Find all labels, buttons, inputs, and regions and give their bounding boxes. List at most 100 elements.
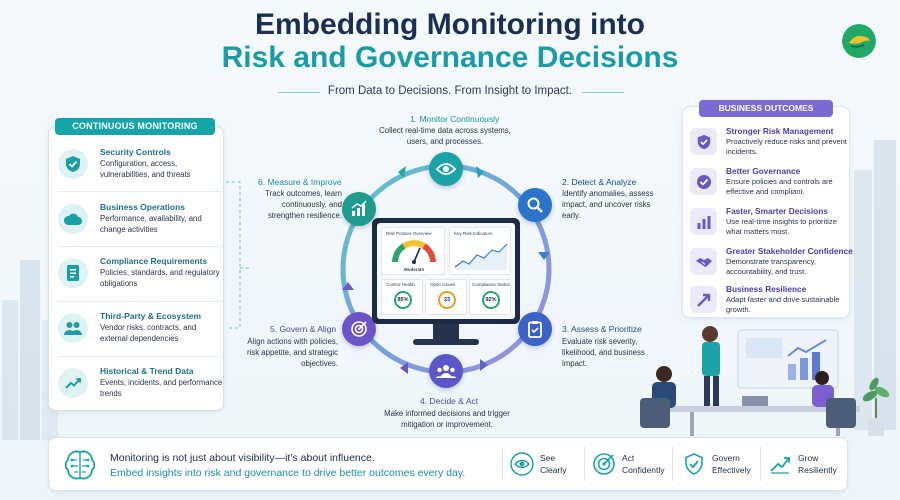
kpi-card-open-issues: Open Issues 23 bbox=[425, 279, 467, 315]
shield-check-icon bbox=[685, 453, 703, 475]
kpi-value: 92% bbox=[482, 291, 500, 309]
bar-chart-icon bbox=[690, 208, 717, 235]
divider bbox=[58, 301, 222, 302]
footer-pill-act-confidently: Act Confidently bbox=[592, 450, 676, 480]
pill-word-1: Govern bbox=[712, 453, 740, 463]
risk-posture-card: Risk Posture Overview Moderate bbox=[381, 227, 445, 275]
dashboard-screen: Risk Posture Overview Moderate Key Risk … bbox=[377, 223, 515, 319]
team-meeting-illustration bbox=[640, 326, 890, 436]
footer-pill-govern-effectively: Govern Effectively bbox=[682, 450, 764, 480]
input-business-operations: Business Operations Performance, availab… bbox=[58, 200, 224, 254]
step-4-desc: Make informed decisions and trigger miti… bbox=[384, 409, 510, 429]
input-third-party: Third-Party & Ecosystem Vendor risks, co… bbox=[58, 309, 224, 363]
trend-line-icon bbox=[58, 368, 88, 398]
input-desc: Events, incidents, and performance trend… bbox=[100, 378, 223, 398]
footer-message-line2: Embed insights into risk and governance … bbox=[110, 467, 466, 479]
outcome-desc: Adapt faster and drive sustainable growt… bbox=[726, 295, 840, 314]
kpi-label: Open Issues bbox=[430, 282, 456, 287]
kpi-label: Compliance Status bbox=[472, 282, 510, 287]
monitor-stand bbox=[433, 324, 459, 340]
monitoring-inputs-heading: CONTINUOUS MONITORING INPUTS bbox=[55, 118, 215, 148]
outcome-title: Stronger Risk Management bbox=[726, 126, 834, 136]
step-1-title: 1. Monitor Continuously bbox=[410, 114, 500, 124]
skyline-right-illustration bbox=[854, 140, 896, 430]
step-2-desc: Identify anomalies, assess impact, and u… bbox=[562, 189, 654, 220]
target-icon bbox=[351, 321, 367, 337]
target-icon bbox=[593, 453, 615, 475]
step-3-node bbox=[518, 312, 552, 346]
step-1-desc: Collect real-time data across systems, u… bbox=[379, 126, 511, 146]
kri-trend-line bbox=[454, 243, 508, 270]
outcome-desc: Ensure policies and controls are effecti… bbox=[726, 177, 833, 196]
risk-posture-label: Risk Posture Overview bbox=[386, 231, 432, 236]
team-icon bbox=[435, 365, 457, 378]
input-desc: Policies, standards, and regulatory obli… bbox=[100, 268, 220, 288]
outcome-desc: Proactively reduce risks and prevent inc… bbox=[726, 137, 847, 156]
footer-divider bbox=[760, 447, 761, 481]
footer-divider bbox=[584, 447, 585, 481]
input-title: Security Controls bbox=[100, 147, 171, 157]
input-security-controls: Security Controls Configuration, access,… bbox=[58, 145, 224, 199]
brain-icon bbox=[64, 450, 96, 480]
divider bbox=[58, 191, 222, 192]
input-compliance-requirements: Compliance Requirements Policies, standa… bbox=[58, 254, 224, 308]
footer-pill-see-clearly: See Clearly bbox=[510, 450, 590, 480]
people-icon bbox=[58, 313, 88, 343]
shield-check-icon bbox=[690, 128, 717, 155]
magnifier-icon bbox=[527, 197, 543, 213]
eye-icon bbox=[436, 163, 456, 175]
handshake-icon bbox=[690, 248, 717, 275]
step-3-desc: Evaluate risk severity, likelihood, and … bbox=[562, 337, 645, 368]
pill-word-1: Act bbox=[622, 453, 635, 463]
outcome-title: Faster, Smarter Decisions bbox=[726, 206, 828, 216]
pill-word-2: Confidently bbox=[622, 465, 665, 475]
input-title: Third-Party & Ecosystem bbox=[100, 311, 202, 321]
step-6-node bbox=[342, 192, 376, 226]
subtitle-rule-left bbox=[278, 92, 320, 93]
gauge-label: Moderate bbox=[404, 267, 425, 272]
eye-icon bbox=[510, 452, 534, 476]
business-outcomes-heading: BUSINESS OUTCOMES bbox=[699, 100, 833, 117]
footer-message-line1: Monitoring is not just about visibility—… bbox=[110, 452, 375, 464]
step-3-title: 3. Assess & Prioritize bbox=[562, 324, 642, 334]
outcome-title: Better Governance bbox=[726, 166, 801, 176]
kpi-card-compliance-status: Compliance Status 92% bbox=[469, 279, 511, 315]
step-4-node bbox=[429, 354, 463, 388]
input-desc: Vendor risks, contracts, and external de… bbox=[100, 323, 197, 343]
kpi-value: 85% bbox=[394, 291, 412, 309]
page-title: Embedding Monitoring into Risk and Gover… bbox=[0, 8, 900, 74]
step-5-desc: Align actions with policies, risk appeti… bbox=[246, 337, 338, 368]
pill-word-1: See bbox=[540, 453, 556, 463]
outcome-better-governance: Better Governance Ensure policies and co… bbox=[690, 166, 850, 206]
input-desc: Performance, availability, and change ac… bbox=[100, 214, 202, 234]
outcome-business-resilience: Business Resilience Adapt faster and dri… bbox=[690, 284, 850, 324]
key-risk-indicators-card: Key Risk Indicators bbox=[449, 227, 511, 275]
step-2-node bbox=[518, 188, 552, 222]
step-5-node bbox=[342, 312, 376, 346]
step-6-desc: Track outcomes, learn continuously, and … bbox=[265, 189, 342, 220]
cloud-icon bbox=[58, 204, 88, 234]
arrow-up-icon bbox=[690, 286, 717, 313]
monitor-base bbox=[413, 339, 479, 345]
checkmark-icon bbox=[690, 168, 717, 195]
outcome-desc: Demonstrate transparency, accountability… bbox=[726, 257, 816, 276]
title-line-1: Embedding Monitoring into bbox=[255, 8, 645, 41]
risk-gauge bbox=[392, 240, 436, 264]
input-title: Historical & Trend Data bbox=[100, 366, 194, 376]
pill-word-2: Clearly bbox=[540, 465, 567, 475]
step-5-title: 5. Govern & Align bbox=[270, 324, 337, 334]
footer-divider bbox=[502, 447, 503, 481]
outcome-desc: Use real-time insights to prioritize wha… bbox=[726, 217, 837, 236]
outcome-title: Business Resilience bbox=[726, 284, 807, 294]
input-desc: Configuration, access, vulnerabilities, … bbox=[100, 159, 191, 179]
footer-divider bbox=[672, 447, 673, 481]
input-title: Business Operations bbox=[100, 202, 186, 212]
divider bbox=[58, 356, 222, 357]
subtitle: From Data to Decisions. From Insight to … bbox=[327, 85, 573, 97]
footer-bar bbox=[48, 437, 848, 491]
clipboard-icon bbox=[528, 321, 542, 338]
step-1-node bbox=[429, 152, 463, 186]
input-historical-trend: Historical & Trend Data Events, incident… bbox=[58, 364, 224, 418]
dashboard-monitor: Risk Posture Overview Moderate Key Risk … bbox=[372, 218, 520, 324]
footer-pill-grow-resiliently: Grow Resiliently bbox=[768, 450, 844, 480]
